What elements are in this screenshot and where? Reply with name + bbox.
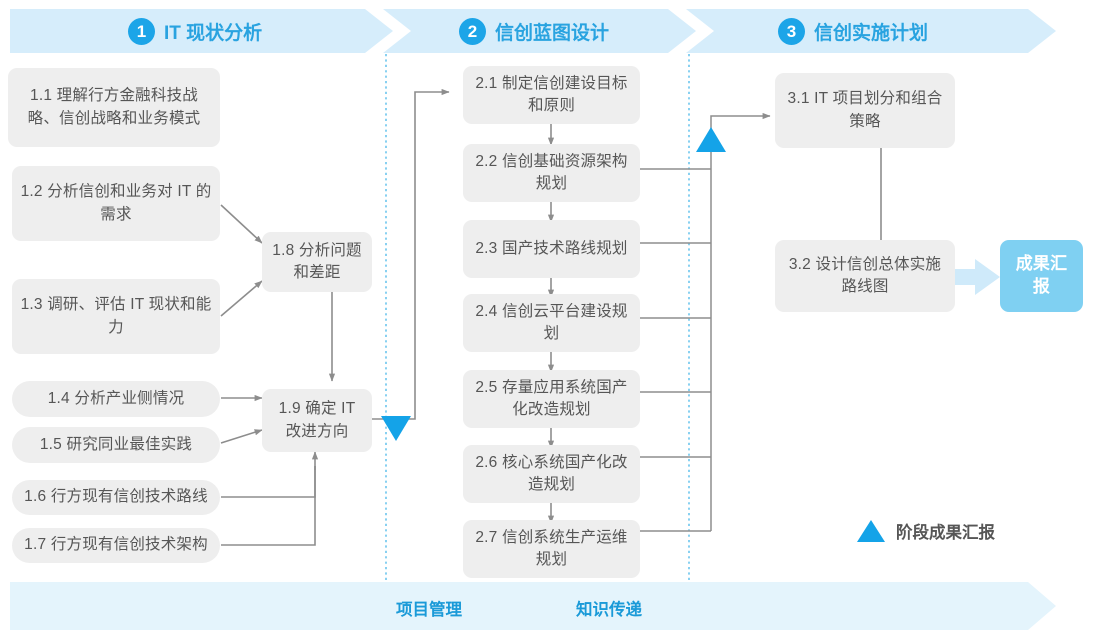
node-2-5[interactable]: 2.5 存量应用系统国产化改造规划 [463, 370, 640, 428]
legend-milestone: 阶段成果汇报 [857, 519, 995, 543]
node-1-7[interactable]: 1.7 行方现有信创技术架构 [12, 528, 220, 563]
legend-label: 阶段成果汇报 [896, 524, 995, 542]
footer-band [10, 582, 1056, 630]
triangle-icon [857, 520, 885, 542]
node-3-1[interactable]: 3.1 IT 项目划分和组合策略 [775, 73, 955, 148]
node-2-6[interactable]: 2.6 核心系统国产化改造规划 [463, 445, 640, 503]
node-2-2[interactable]: 2.2 信创基础资源架构规划 [463, 144, 640, 202]
milestone-triangle-phase1 [381, 416, 411, 441]
node-2-3[interactable]: 2.3 国产技术路线规划 [463, 220, 640, 278]
node-1-1[interactable]: 1.1 理解行方金融科技战略、信创战略和业务模式 [8, 68, 220, 147]
phase-number-3: 3 [778, 18, 805, 45]
phase1-merge-connectors [221, 466, 316, 546]
phase-title-2: 信创蓝图设计 [495, 23, 610, 44]
footer-label-knowledge-transfer[interactable]: 知识传递 [576, 601, 642, 619]
node-1-5[interactable]: 1.5 研究同业最佳实践 [12, 427, 220, 463]
phase-number-1: 1 [128, 18, 155, 45]
footer-label-project-management[interactable]: 项目管理 [396, 601, 462, 619]
node-1-2[interactable]: 1.2 分析信创和业务对 IT 的需求 [12, 166, 220, 241]
node-1-6[interactable]: 1.6 行方现有信创技术路线 [12, 480, 220, 515]
phase-header-2[interactable]: 2 信创蓝图设计 [459, 18, 609, 45]
phase-title-1: IT 现状分析 [164, 23, 263, 44]
node-1-4[interactable]: 1.4 分析产业侧情况 [12, 381, 220, 417]
node-1-8[interactable]: 1.8 分析问题和差距 [262, 232, 372, 292]
node-3-2[interactable]: 3.2 设计信创总体实施路线图 [775, 240, 955, 312]
phase-number-2: 2 [459, 18, 486, 45]
phase-header-1[interactable]: 1 IT 现状分析 [128, 18, 262, 45]
node-1-9[interactable]: 1.9 确定 IT 改进方向 [262, 389, 372, 452]
node-2-7[interactable]: 2.7 信创系统生产运维规划 [463, 520, 640, 578]
phase-header-3[interactable]: 3 信创实施计划 [778, 18, 928, 45]
node-2-1[interactable]: 2.1 制定信创建设目标和原则 [463, 66, 640, 124]
node-2-4[interactable]: 2.4 信创云平台建设规划 [463, 294, 640, 352]
phase-title-3: 信创实施计划 [814, 23, 929, 44]
connector-1-9-to-2-1 [371, 88, 450, 420]
phase2-bus [640, 112, 771, 532]
result-report-box[interactable]: 成果汇报 [1000, 240, 1083, 312]
node-1-3[interactable]: 1.3 调研、评估 IT 现状和能力 [12, 279, 220, 354]
milestone-triangle-phase2 [696, 127, 726, 152]
